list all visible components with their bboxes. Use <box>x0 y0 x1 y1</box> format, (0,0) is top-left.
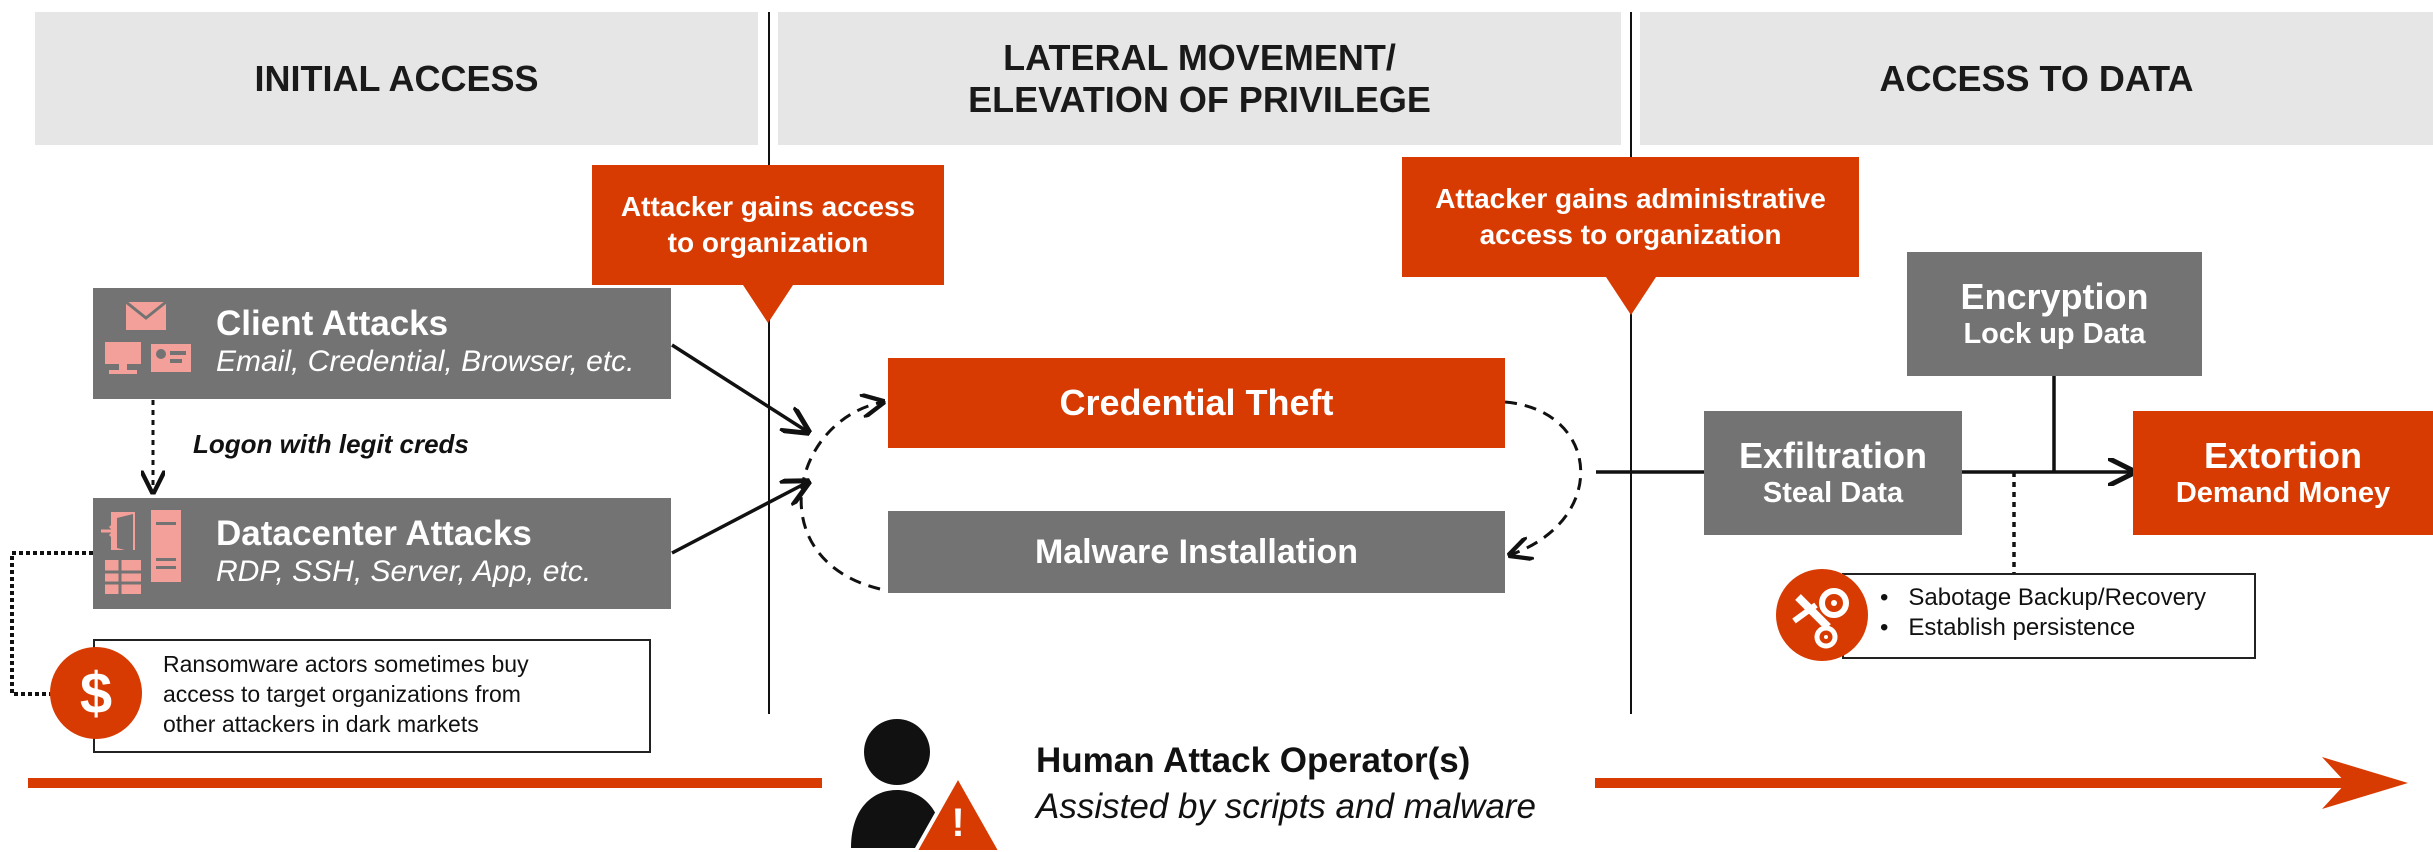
client-attacks-title: Client Attacks <box>216 304 449 343</box>
extortion-subtitle: Demand Money <box>2175 477 2391 509</box>
encryption-subtitle: Lock up Data <box>1963 318 2146 350</box>
callout-org-access-line1: Attacker gains access <box>620 191 916 222</box>
table-icon <box>105 560 141 594</box>
door-icon <box>101 512 135 552</box>
client-attacks-box: Client Attacks Email, Credential, Browse… <box>93 288 671 399</box>
client-attacks-subtitle: Email, Credential, Browser, etc. <box>216 345 635 378</box>
header-initial-access: INITIAL ACCESS <box>35 12 758 145</box>
ransomware-note-line3: other attackers in dark markets <box>163 711 479 737</box>
envelope-icon <box>125 300 167 330</box>
id-card-icon <box>151 344 191 372</box>
header-lateral-line2: ELEVATION OF PRIVILEGE <box>968 78 1431 120</box>
person-icon <box>851 719 943 848</box>
computer-icon <box>105 342 141 374</box>
exfiltration-title: Exfiltration <box>1738 435 1927 476</box>
logon-label: Logon with legit creds <box>193 429 469 459</box>
datacenter-attacks-title: Datacenter Attacks <box>216 514 532 553</box>
bullet-1: • <box>1880 584 1889 611</box>
sabotage-item-1: • Sabotage Backup/Recovery <box>1880 583 2206 613</box>
header-access-to-data-label: ACCESS TO DATA <box>1879 57 2194 99</box>
exfiltration-subtitle: Steal Data <box>1762 477 1904 509</box>
header-initial-access-label: INITIAL ACCESS <box>254 57 539 99</box>
cycle-right-dashed-arrow <box>1505 400 1583 555</box>
datacenter-icons <box>101 510 181 594</box>
ransomware-note-line2: access to target organizations from <box>163 681 521 707</box>
credential-theft-label: Credential Theft <box>1059 382 1334 423</box>
sabotage-item-2: • Establish persistence <box>1880 613 2206 643</box>
market-dotted-connector <box>10 551 93 696</box>
client-to-credential-arrow <box>671 343 808 432</box>
separator-left <box>768 12 770 714</box>
datacenter-attacks-box: Datacenter Attacks RDP, SSH, Server, App… <box>93 498 671 609</box>
exfiltration-box: Exfiltration Steal Data <box>1704 411 1962 535</box>
dollar-symbol: $ <box>79 660 113 726</box>
gears-icon <box>1776 569 1868 661</box>
callout-admin-access-line2: access to organization <box>1479 219 1782 250</box>
warning-mark: ! <box>951 801 965 845</box>
callout-admin-access-line1: Attacker gains administrative <box>1435 183 1826 214</box>
malware-installation-label: Malware Installation <box>1034 533 1359 571</box>
header-lateral-movement: LATERAL MOVEMENT/ ELEVATION OF PRIVILEGE <box>778 12 1621 145</box>
operator-text: Human Attack Operator(s) Assisted by scr… <box>1036 738 1536 830</box>
dollar-icon: $ <box>50 647 142 739</box>
cycle-left-dashed-arrow <box>799 402 883 591</box>
extortion-box: Extortion Demand Money <box>2133 411 2433 535</box>
callout-org-access: Attacker gains access to organization <box>592 165 944 323</box>
sabotage-item-2-text: Establish persistence <box>1908 614 2136 641</box>
callout-admin-access: Attacker gains administrative access to … <box>1402 157 1859 315</box>
ransomware-note: Ransomware actors sometimes buy access t… <box>93 639 651 753</box>
extortion-title: Extortion <box>2204 435 2362 476</box>
header-lateral-line1: LATERAL MOVEMENT/ <box>1003 36 1396 78</box>
operator-title: Human Attack Operator(s) <box>1036 741 1471 780</box>
client-icons <box>105 300 191 374</box>
credential-theft-box: Credential Theft <box>888 358 1505 448</box>
server-icon <box>151 510 181 582</box>
warning-icon <box>913 772 1003 852</box>
datacenter-to-cycle-arrow <box>671 482 808 555</box>
separator-right <box>1630 12 1632 714</box>
bullet-2: • <box>1880 614 1889 641</box>
gears-glyph <box>1792 588 1849 649</box>
malware-installation-box: Malware Installation <box>888 511 1505 593</box>
encryption-box: Encryption Lock up Data <box>1907 252 2202 376</box>
header-access-to-data: ACCESS TO DATA <box>1640 12 2433 145</box>
datacenter-attacks-subtitle: RDP, SSH, Server, App, etc. <box>216 555 592 588</box>
operator-subtitle: Assisted by scripts and malware <box>1036 787 1536 826</box>
sabotage-item-1-text: Sabotage Backup/Recovery <box>1908 584 2206 611</box>
encryption-title: Encryption <box>1960 276 2149 317</box>
sabotage-note: • Sabotage Backup/Recovery • Establish p… <box>1842 573 2256 659</box>
ransomware-note-line1: Ransomware actors sometimes buy <box>163 651 529 677</box>
timeline-arrowhead <box>2322 757 2408 809</box>
callout-org-access-line2: to organization <box>667 227 869 258</box>
